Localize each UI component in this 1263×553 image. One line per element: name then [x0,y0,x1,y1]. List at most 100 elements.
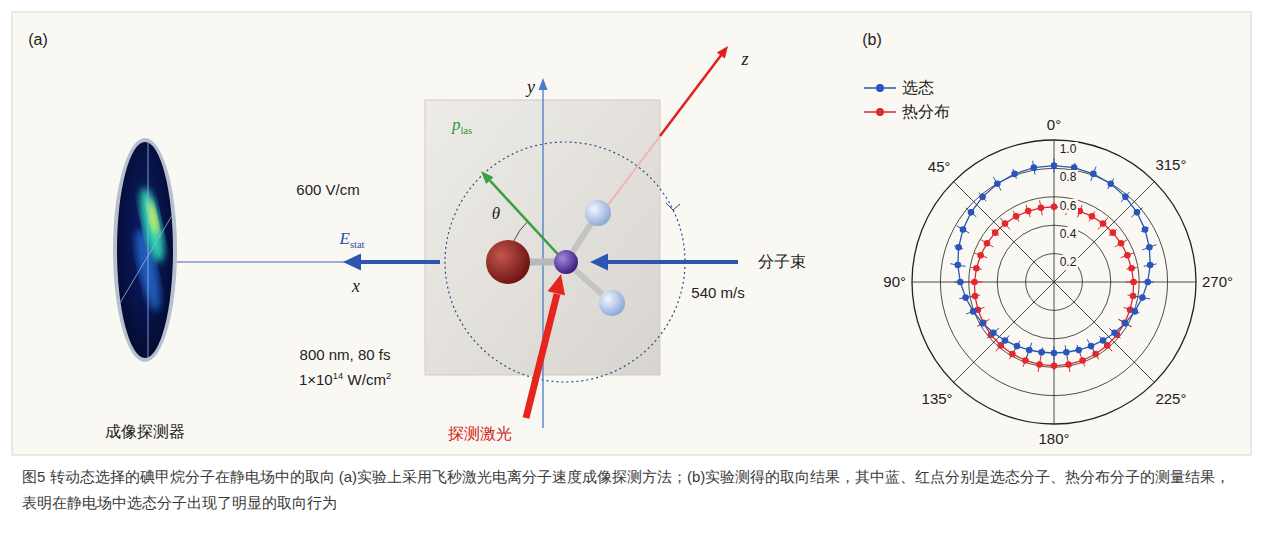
error-bar [988,328,1000,338]
legend-dot [876,84,884,92]
data-point [1139,294,1146,301]
hydrogen-atom [599,290,625,316]
data-point [1026,347,1033,354]
error-bar [1108,179,1114,190]
error-bar [977,319,990,326]
error-bar [1000,218,1010,230]
label-text: 315° [1155,156,1186,173]
legend-samples [864,84,896,116]
momentum-label: plas [452,115,472,137]
data-point [1131,308,1138,315]
data-point [1122,194,1129,201]
data-point [1122,320,1129,327]
thermal-series [967,200,1142,372]
error-bar [981,240,994,247]
rotation-arrow [666,203,680,210]
laser-arrow-head [548,274,565,296]
data-point [1111,330,1118,337]
data-point [962,294,969,301]
label-text: z [741,49,748,69]
selected-series [950,158,1156,360]
data-point [1038,205,1045,212]
field-label: Estat [339,229,364,251]
data-point [1118,240,1125,247]
beam-arrow-head [590,254,608,271]
panel-letter: (a) [28,30,48,49]
data-point [1092,351,1099,358]
data-point [968,209,975,216]
label-text: θ [492,204,500,223]
label-text: 135° [922,390,953,407]
data-point [971,279,978,286]
z-axis-hidden [565,136,660,262]
data-point [1142,226,1149,233]
data-point [1031,164,1038,171]
angle-tick: 135° [922,390,953,408]
carbon-atom [554,250,578,274]
label-text: y [527,77,535,97]
label-text: 270° [1202,273,1233,290]
label-text: 180° [1038,430,1069,447]
label-text: x [352,276,360,296]
y-axis-head [539,78,548,90]
data-point [1038,349,1045,356]
data-point [1002,220,1009,227]
error-bar [1115,240,1128,247]
data-point [1036,361,1043,368]
data-point [1100,220,1107,227]
data-point [1025,208,1032,215]
data-point [1090,171,1097,178]
error-bar [1100,336,1107,344]
error-bar [1142,245,1156,250]
label-text: 0.8 [1060,170,1077,184]
data-point [994,180,1001,187]
polar-ring [940,168,1167,395]
field-strength: 600 V/cm [296,181,359,199]
data-point [1075,347,1082,354]
panel-letter: (b) [862,30,882,49]
series-line [974,207,1133,366]
data-point [1011,171,1018,178]
data-point [992,229,999,236]
data-point [1134,209,1141,216]
data-point [1013,213,1020,220]
error-bar [966,309,980,314]
data-point [1107,180,1114,187]
label-text: W/cm [348,371,386,388]
data-point [1110,229,1117,236]
series-line [958,166,1150,353]
beam-label: 分子束 [758,252,806,271]
error-bar [1119,320,1132,327]
figure-frame [12,12,1251,455]
polar-chart [912,140,1196,424]
label-text: 225° [1155,390,1186,407]
data-point [979,320,986,327]
label-text: 1×10 [299,371,333,388]
error-bar [991,230,998,236]
angle-tick: 225° [1155,390,1186,408]
label-text: 0° [1047,116,1061,133]
label-text: 0.4 [1060,227,1077,241]
figure-caption: 图5 转动态选择的碘甲烷分子在静电场中的取向 (a)实验上采用飞秒激光电离分子速… [22,464,1244,515]
data-point [1014,343,1021,350]
error-bar [979,193,986,202]
angle-tick: 270° [1202,273,1233,291]
axis-label: z [741,49,748,71]
radial-tick: 0.4 [1058,227,1079,241]
detector-crosshair [95,160,205,345]
data-point [973,265,980,272]
radial-tick: 0.6 [1058,199,1079,213]
momentum-arrow-head [481,171,494,184]
data-point [957,279,964,286]
data-point [970,308,977,315]
label-text: 0.6 [1060,199,1077,213]
data-point [1124,252,1131,259]
error-bar [1027,343,1032,358]
data-point [960,226,967,233]
error-bar [1089,211,1095,221]
radial-tick: 0.8 [1058,170,1079,184]
label-text: 分子束 [758,253,806,270]
data-point [1130,279,1137,286]
error-bar [1001,335,1009,345]
beam-speed: 540 m/s [691,284,744,302]
